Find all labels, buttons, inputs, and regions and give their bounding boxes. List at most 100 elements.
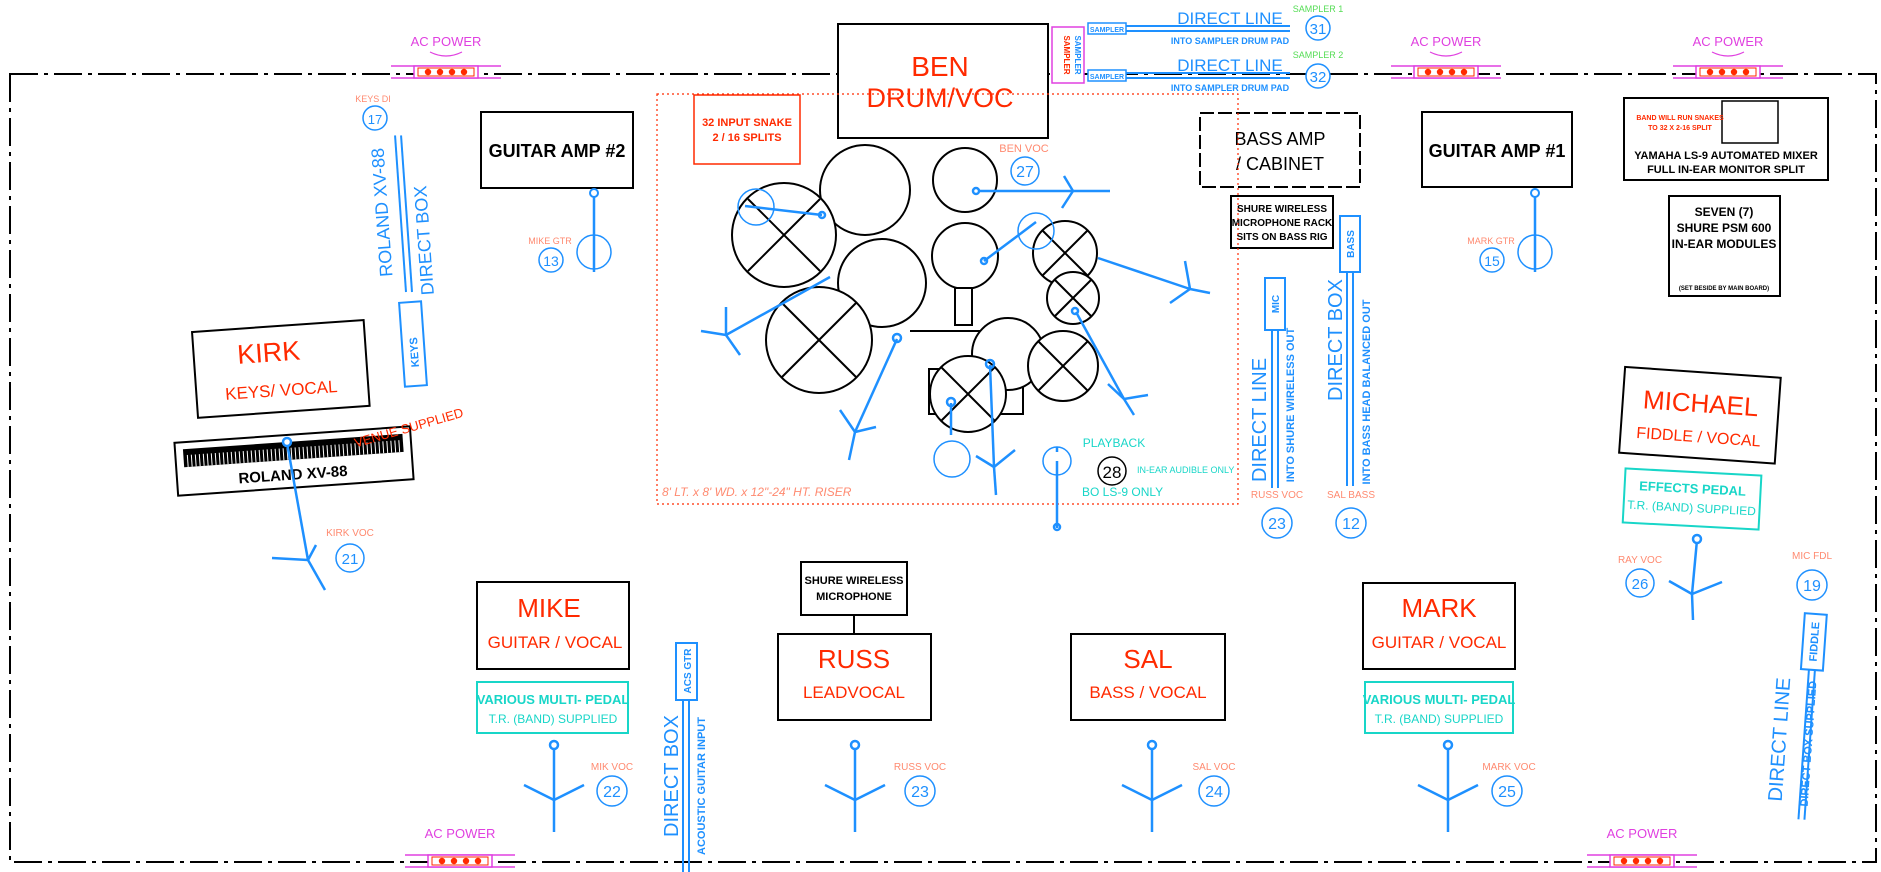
keyboard-key	[294, 447, 297, 460]
mic-kirk-voc	[271, 436, 327, 591]
shure-wireless-mic: SHURE WIRELESS MICROPHONE	[800, 561, 908, 634]
mic-mark-gtr: MARK GTR 15	[1467, 188, 1553, 273]
bass-amp: BASS AMP / CABINET	[1199, 112, 1361, 188]
shure-rack-line-3: SITS ON BASS RIG	[1236, 232, 1327, 243]
keyboard-key	[306, 446, 309, 459]
bass-amp-label-2: / CABINET	[1236, 154, 1324, 174]
performer-kirk-name: KIRK	[236, 336, 301, 370]
acoustic-tag: ACS GTR	[683, 648, 694, 694]
channel-31: 31	[1310, 21, 1327, 38]
keyboard-key	[310, 446, 313, 459]
shure-direct-title: DIRECT LINE	[1249, 358, 1271, 482]
keyboard-key	[298, 447, 301, 460]
pedal-mike-line-1: VARIOUS MULTI- PEDAL	[477, 692, 630, 707]
mic-label-russ-voc: RUSS VOC 23	[894, 762, 946, 807]
roland-title-1: ROLAND XV-88	[368, 147, 397, 277]
keyboard-key	[354, 443, 357, 456]
psm-line-1: SEVEN (7)	[1695, 205, 1754, 219]
ac-power-label: AC POWER	[411, 34, 482, 49]
direct-line-sub: INTO SAMPLER DRUM PAD	[1171, 83, 1290, 93]
ac-power-label: AC POWER	[1411, 34, 1482, 49]
guitar-amp-1-label: GUITAR AMP #1	[1429, 141, 1566, 161]
keyboard-key	[318, 445, 321, 458]
performer-mike-role: GUITAR / VOCAL	[488, 633, 623, 652]
channel-32: 32	[1310, 69, 1327, 86]
direct-line-sub: INTO SAMPLER DRUM PAD	[1171, 36, 1290, 46]
channel-13: 13	[543, 253, 559, 269]
direct-line-title: DIRECT LINE	[1177, 56, 1283, 75]
sampler-unit: SAMPLER SAMPLER	[1051, 26, 1085, 84]
keyboard-key	[374, 441, 377, 454]
direct-line-sampler-31: SAMPLER DIRECT LINE INTO SAMPLER DRUM PA…	[1087, 4, 1343, 46]
guitar-amp-1: GUITAR AMP #1	[1421, 111, 1573, 188]
performer-ben-name: BEN	[911, 51, 969, 82]
keyboard-key	[234, 451, 237, 464]
guitar-amp-2-label: GUITAR AMP #2	[489, 141, 626, 161]
psm-note-small: (SET BESIDE BY MAIN BOARD)	[1679, 286, 1769, 292]
snake-line-1: 32 INPUT SNAKE	[702, 117, 792, 129]
mic-russ-voc	[824, 739, 886, 832]
keyboard-key	[370, 442, 373, 455]
keyboard-key	[398, 440, 401, 453]
performer-sal-role: BASS / VOCAL	[1089, 683, 1206, 702]
ac-power-bottom-left: AC POWER	[405, 826, 515, 868]
direct-box-roland: KEYS DI 17 KEYS ROLAND XV-88 DIRECT BOX	[355, 94, 438, 388]
keyboard-key	[322, 445, 325, 458]
russ-voc-di-label: RUSS VOC	[1251, 490, 1303, 501]
psm-line-3: IN-EAR MODULES	[1672, 237, 1777, 251]
keyboard-key	[246, 450, 249, 463]
performer-kirk: KIRK KEYS/ VOCAL	[190, 318, 371, 419]
ac-power-top-right: AC POWER	[1673, 34, 1783, 79]
mic-mark-voc	[1417, 739, 1479, 832]
sal-voc-label: SAL VOC	[1193, 762, 1236, 773]
shure-rack-line-1: SHURE WIRELESS	[1237, 204, 1327, 215]
channel-27: 27	[1016, 164, 1034, 181]
performer-mark-name: MARK	[1401, 593, 1477, 623]
keyboard-key	[206, 453, 209, 466]
keyboard-key	[278, 448, 281, 461]
channel-23: 23	[911, 784, 929, 801]
keyboard-key	[270, 449, 273, 462]
keyboard-key	[266, 449, 269, 462]
drum-riser: 8' LT. x 8' WD. x 12"-24" HT. RISER	[656, 93, 1239, 505]
keyboard-key	[186, 454, 189, 467]
keyboard-key	[242, 451, 245, 464]
drum-small-top	[932, 147, 998, 213]
keyboard-key	[326, 445, 329, 458]
mike-voc-label: MIK VOC	[591, 762, 633, 773]
keyboard-key	[346, 443, 349, 456]
keyboard-key	[290, 447, 293, 460]
fiddle-direct-sub: DIRECT BOX SUPPLIED	[1799, 681, 1820, 807]
shure-tag: MIC	[1271, 295, 1282, 313]
performer-mark-role: GUITAR / VOCAL	[1372, 633, 1507, 652]
performer-russ-name: RUSS	[818, 644, 890, 674]
channel-17: 17	[368, 112, 382, 127]
mixer-line-2: FULL IN-EAR MONITOR SPLIT	[1647, 164, 1805, 176]
keyboard-key	[202, 453, 205, 466]
mike-gtr-label: MIKE GTR	[528, 236, 572, 246]
keyboard-key	[226, 452, 229, 465]
roland-keys-di-label: KEYS DI	[355, 94, 391, 104]
bass-amp-label-1: BASS AMP	[1234, 129, 1325, 149]
channel-12: 12	[1342, 516, 1360, 533]
keyboard-key	[282, 448, 285, 461]
pedal-mark: VARIOUS MULTI- PEDAL T.R. (BAND) SUPPLIE…	[1363, 681, 1515, 734]
drum-tom	[819, 144, 911, 236]
effects-pedal-line-1: EFFECTS PEDAL	[1639, 478, 1747, 499]
fiddle-tag: FIDDLE	[1808, 622, 1823, 662]
performer-mark: MARK GUITAR / VOCAL	[1362, 582, 1516, 670]
keyboard-key	[342, 444, 345, 457]
guitar-amp-2: GUITAR AMP #2	[480, 111, 634, 189]
shure-direct-sub: INTO SHURE WIRELESS OUT	[1285, 328, 1297, 483]
mic-label-mike-voc: MIK VOC 22	[591, 762, 633, 807]
mic-mike-voc	[523, 739, 585, 832]
snake-line-2: 2 / 16 SPLITS	[712, 132, 781, 144]
keyboard-key	[366, 442, 369, 455]
fiddle-direct-title: DIRECT LINE	[1765, 677, 1796, 802]
keyboard-key	[330, 444, 333, 457]
mic-label-ray-voc: RAY VOC 26	[1618, 555, 1662, 598]
keyboard-key	[382, 441, 385, 454]
keyboard-key	[230, 451, 233, 464]
keyboard-key	[314, 445, 317, 459]
mixer-line-1: YAMAHA LS-9 AUTOMATED MIXER	[1634, 150, 1818, 162]
